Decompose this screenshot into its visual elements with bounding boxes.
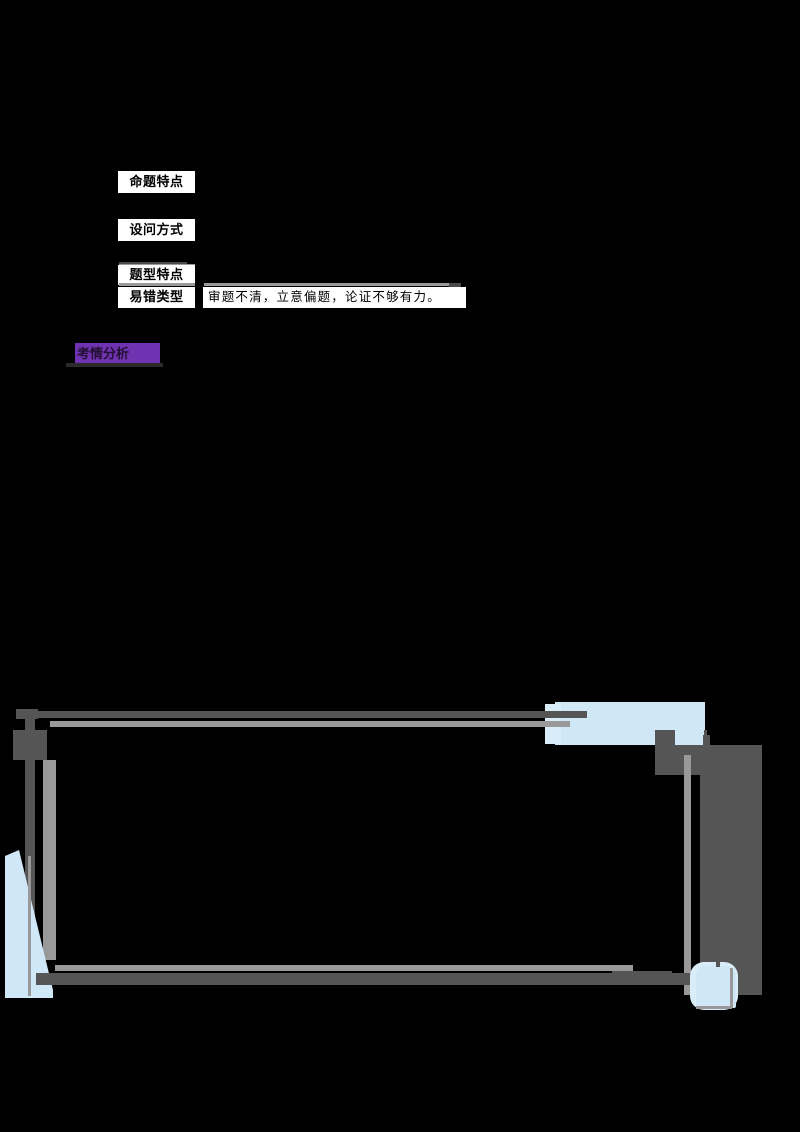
frame-mark-bottom-right bbox=[612, 971, 672, 978]
frame-rail-top bbox=[25, 711, 587, 718]
frame-node-left bbox=[13, 730, 47, 760]
frame-rail-bottom bbox=[36, 973, 696, 985]
section-highlight-label: 考情分析 bbox=[77, 347, 130, 362]
frame-rail-left bbox=[25, 711, 35, 981]
accent-blob-bottom-right bbox=[696, 966, 736, 1008]
frame-rail-top-inner bbox=[50, 721, 570, 727]
frame-rail-right-inner bbox=[684, 755, 691, 995]
frame-mark-tick bbox=[716, 955, 720, 967]
frame-wedge-edge bbox=[28, 856, 31, 996]
frame-block-right bbox=[700, 745, 762, 995]
table-row-label-1: 设问方式 bbox=[118, 219, 195, 241]
frame-rail-right bbox=[704, 730, 707, 990]
table-row-value-3: 审题不清，立意偏题，论证不够有力。 bbox=[203, 287, 466, 308]
frame-rail-bottom-inner bbox=[55, 965, 633, 971]
accent-panel-top-right bbox=[555, 702, 705, 745]
table-rule-cap-row-3 bbox=[449, 283, 461, 287]
table-row-label-0: 命题特点 bbox=[118, 171, 195, 193]
table-row-label-2: 题型特点 bbox=[118, 265, 195, 285]
frame-rail-left-inner bbox=[43, 760, 56, 960]
accent-blob-edge-bottom bbox=[696, 1006, 732, 1009]
table-row-label-3: 易错类型 bbox=[118, 287, 195, 308]
table-rule-bottom-row-2 bbox=[119, 283, 195, 286]
feature-table: 命题特点 设问方式 题型特点 易错类型 审题不清，立意偏题，论证不够有力。 bbox=[0, 0, 800, 340]
accent-blob-edge-right bbox=[730, 968, 733, 1008]
decorative-frame bbox=[0, 690, 800, 1020]
table-rule-top-row-2 bbox=[119, 262, 187, 264]
section-highlight-shadow bbox=[66, 363, 163, 367]
table-rule-top-row-3 bbox=[204, 283, 458, 286]
